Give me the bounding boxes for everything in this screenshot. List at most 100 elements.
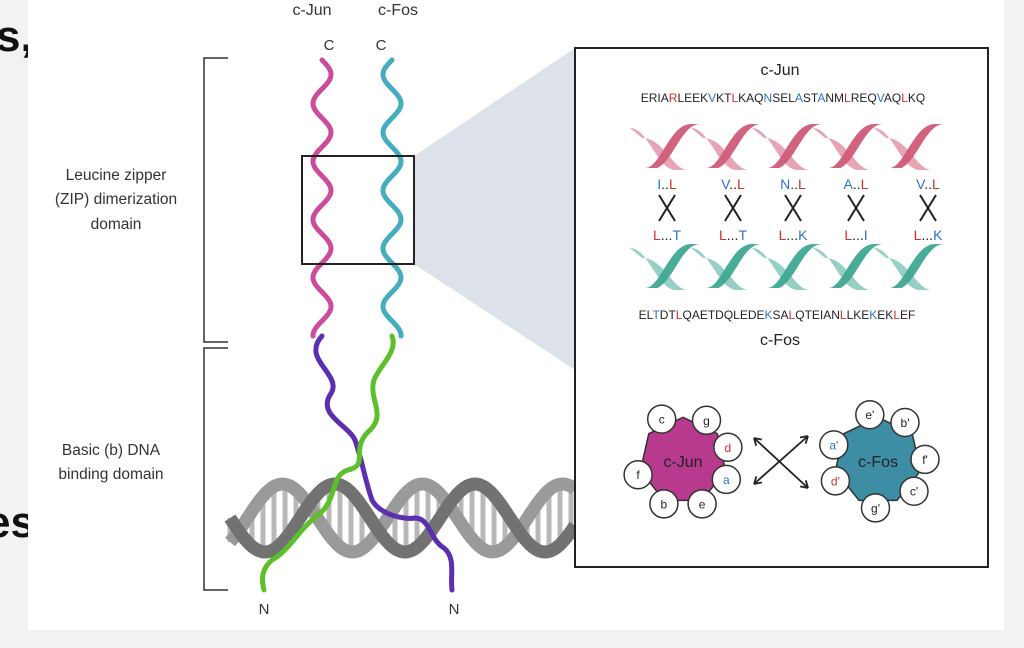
fos-wheel-position-label: b' bbox=[901, 416, 910, 430]
basic-domain-label-line2: binding domain bbox=[58, 466, 163, 483]
jun-residue-pair: N..L bbox=[780, 176, 806, 192]
fos-wheel-position-label: e' bbox=[865, 408, 874, 422]
jun-residue-pair: V..L bbox=[916, 176, 940, 192]
jun-residue-pair: A..L bbox=[844, 176, 869, 192]
jun-wheel-position-circle bbox=[649, 489, 679, 519]
basic-bracket bbox=[203, 347, 228, 591]
basic-domain-label-line1: Basic (b) DNA bbox=[62, 442, 161, 459]
cross-interaction-icon bbox=[784, 194, 802, 222]
fos-helix-front-segment bbox=[767, 244, 823, 288]
n-terminus-right: N bbox=[449, 601, 460, 618]
jun-residue-pair: V..L bbox=[721, 176, 745, 192]
zipper-domain-label-line1: Leucine zipper bbox=[66, 167, 167, 184]
fos-helix-back-segment bbox=[630, 248, 688, 290]
zipper-domain-label-line3: domain bbox=[91, 216, 142, 233]
c-jun-zipper-strand bbox=[310, 57, 334, 339]
jun-helix-front-segment bbox=[706, 124, 762, 168]
fos-residue-pair: L...K bbox=[779, 227, 808, 243]
jun-wheel-position-label: g bbox=[703, 414, 710, 428]
inset-fos-title: c-Fos bbox=[760, 332, 800, 349]
fos-wheel-position-circle bbox=[855, 399, 885, 430]
fos-residue-pair: L...T bbox=[719, 227, 747, 243]
fos-wheel-position-label: g' bbox=[871, 501, 880, 515]
fos-helix-back-segment bbox=[813, 248, 871, 290]
jun-sequence: ERIARLEEKVKTLKAQNSELASTANMLREQVAQLKQ bbox=[641, 91, 925, 105]
fos-sequence: ELTDTLQAETDQLEDEKSALQTEIANLLKEKEKLEF bbox=[639, 308, 916, 322]
jun-helix-front-segment bbox=[645, 124, 701, 168]
jun-wheel-position-label: f bbox=[636, 468, 640, 482]
jun-helix-back-segment bbox=[752, 128, 810, 170]
fos-helix-front-segment bbox=[828, 244, 884, 288]
zoom-projection bbox=[414, 48, 575, 370]
interaction-arrow-line bbox=[753, 437, 809, 489]
n-terminus-left: N bbox=[259, 601, 270, 618]
fos-residue-pair: L...T bbox=[653, 227, 681, 243]
c-fos-zipper-strand bbox=[380, 57, 404, 339]
fos-residue-pair: L...I bbox=[844, 227, 867, 243]
jun-wheel-position-circle bbox=[711, 464, 742, 495]
zipper-domain-label-line2: (ZIP) dimerization bbox=[55, 191, 177, 208]
fos-wheel-position-label: d' bbox=[831, 474, 840, 488]
zipper-bracket bbox=[203, 57, 228, 343]
interaction-arrow-line bbox=[753, 435, 809, 485]
fos-wheel-position-circle bbox=[819, 430, 849, 460]
c-terminus-jun: C bbox=[324, 37, 335, 54]
c-jun-basic-region bbox=[313, 333, 455, 593]
cross-interaction-icon bbox=[847, 194, 865, 222]
jun-helix-back-segment bbox=[874, 128, 932, 170]
jun-wheel-position-label: a bbox=[723, 473, 730, 487]
jun-helix-front-segment bbox=[828, 124, 884, 168]
fos-helix-front-segment bbox=[645, 244, 701, 288]
jun-helix-back-segment bbox=[691, 128, 749, 170]
fos-alpha-helix bbox=[630, 244, 945, 290]
fos-helix-back-segment bbox=[752, 248, 810, 290]
fos-helix-front-segment bbox=[706, 244, 762, 288]
interaction-arrowheads bbox=[753, 435, 809, 485]
jun-helix-back-segment bbox=[630, 128, 688, 170]
fos-wheel-position-circle bbox=[910, 444, 940, 475]
dna-backbone-front bbox=[224, 477, 581, 559]
interaction-arrowheads bbox=[753, 437, 809, 489]
c-terminus-fos: C bbox=[376, 37, 387, 54]
jun-wheel-position-circle bbox=[691, 405, 722, 436]
jun-helix-front-segment bbox=[767, 124, 823, 168]
fos-helix-back-segment bbox=[691, 248, 749, 290]
jun-wheel-position-label: c bbox=[659, 413, 665, 427]
helical-wheels: g d a e b f c c-Jun b' f' c' g' d' a' e' c-Fos bbox=[623, 399, 940, 523]
jun-helix-back-segment bbox=[813, 128, 871, 170]
jun-alpha-helix bbox=[630, 124, 945, 170]
c-fos-basic-region bbox=[259, 333, 396, 593]
jun-wheel-position-circle bbox=[623, 459, 653, 490]
fos-wheel-label: c-Fos bbox=[858, 454, 898, 471]
residue-pair-interactions: I..L L...T V..L L...T N..L L...K A..L L...I V..L… bbox=[653, 176, 943, 243]
fos-wheel-position-label: c' bbox=[910, 485, 918, 499]
fos-residue-pair: L...K bbox=[914, 227, 943, 243]
jun-wheel-position-label: e bbox=[699, 497, 706, 511]
jun-helix-front-segment bbox=[889, 124, 945, 168]
jun-wheel-position-circle bbox=[687, 489, 717, 519]
jun-wheel-position-label: d bbox=[725, 441, 732, 455]
fos-wheel-position-circle bbox=[820, 466, 851, 496]
fos-helix-front-segment bbox=[889, 244, 945, 288]
cross-interaction-icon bbox=[724, 194, 742, 222]
protein-strands bbox=[259, 57, 455, 593]
dna-double-helix bbox=[224, 477, 581, 559]
jun-wheel-position-circle bbox=[713, 432, 743, 463]
c-jun-strand-label: c-Jun bbox=[292, 2, 331, 19]
jun-wheel-position-label: b bbox=[661, 497, 668, 511]
fos-wheel-position-circle bbox=[860, 493, 891, 523]
cross-interaction-icon bbox=[919, 194, 937, 222]
inset-jun-title: c-Jun bbox=[760, 62, 799, 79]
cropped-text-top: s, bbox=[0, 12, 33, 61]
fos-wheel-position-circle bbox=[890, 407, 920, 438]
jun-wheel-position-circle bbox=[646, 404, 677, 434]
jun-residue-pair: I..L bbox=[657, 176, 677, 192]
fos-wheel-position-label: a' bbox=[829, 438, 838, 452]
c-fos-strand-label: c-Fos bbox=[378, 2, 418, 19]
zoom-box bbox=[301, 155, 415, 265]
fos-wheel-position-circle bbox=[899, 476, 929, 506]
jun-wheel-label: c-Jun bbox=[663, 454, 702, 471]
fos-wheel-position-label: f' bbox=[922, 453, 928, 467]
